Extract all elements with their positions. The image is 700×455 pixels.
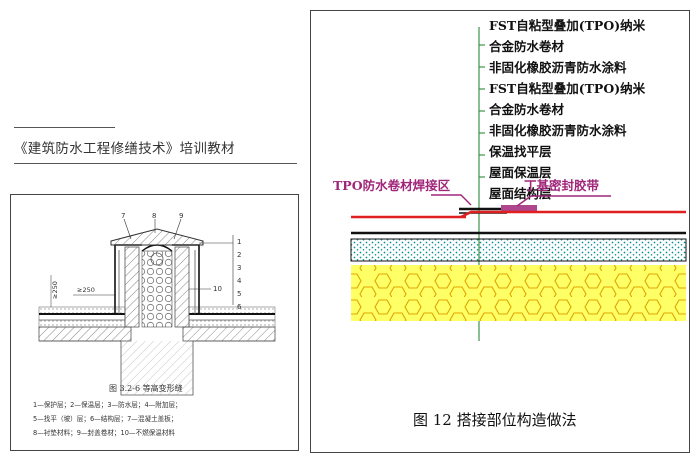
layer-label-5: 合金防水卷材: [489, 102, 565, 117]
header-bottom-rule: [14, 163, 297, 164]
layer-label-3: 非固化橡胶沥青防水涂料: [489, 60, 627, 75]
weld-zone-label: TPO防水卷材焊接区: [333, 178, 451, 193]
screed-layer-right: [188, 319, 276, 328]
callout-8: 8: [152, 212, 156, 220]
lower-structure: [121, 341, 193, 395]
header-top-rule: [14, 127, 115, 128]
right-figure-caption: 图 12 搭接部位构造做法: [413, 411, 577, 429]
left-figure-panel: 7 8 9 1 2 3 4 5 6 10 ≥250 ≥250 图 3.2-6 等…: [10, 194, 299, 451]
concrete-cover-slab: [110, 228, 204, 246]
butyl-tape-label: 丁基密封胶带: [524, 178, 600, 193]
callout-1: 1: [237, 238, 241, 246]
layer-label-6: 非固化橡胶沥青防水涂料: [489, 123, 627, 138]
dim-height-250: ≥250: [51, 281, 59, 299]
screed-layer-left: [38, 319, 126, 328]
layer-label-4: FST自粘型叠加(TPO)纳米: [489, 81, 646, 96]
callout-10: 10: [213, 285, 222, 293]
dim-width-250: ≥250: [77, 286, 95, 294]
layer-label-9: 屋面结构层: [489, 186, 552, 201]
leader-ticks: [479, 44, 485, 178]
upstand-wall-right: [174, 246, 190, 328]
header-title: 《建筑防水工程修缮技术》培训教材: [14, 141, 235, 157]
layer-label-7: 保温找平层: [488, 144, 552, 159]
callout-7: 7: [121, 212, 125, 220]
deformation-joint-drawing: 7 8 9 1 2 3 4 5 6 10 ≥250 ≥250 图 3.2-6 等…: [33, 212, 276, 437]
callout-4: 4: [237, 277, 242, 285]
right-figure-panel: FST自粘型叠加(TPO)纳米 合金防水卷材 非固化橡胶沥青防水涂料 FST自粘…: [310, 10, 690, 453]
left-caption-line-2: 5—找平（坡）层；6—结构层；7—混凝土盖板；: [33, 414, 177, 423]
screed-layer: [350, 238, 687, 262]
structure-slab-left: [38, 326, 132, 342]
left-caption-line-1: 1—保护层；2—保温层；3—防水层；4—附加层；: [33, 400, 182, 409]
layer-label-2: 合金防水卷材: [489, 39, 565, 54]
insulation-hex-pattern: [351, 265, 686, 321]
layer-label-8: 屋面保温层: [489, 165, 552, 180]
layer-label-1: FST自粘型叠加(TPO)纳米: [489, 18, 646, 33]
left-figure-caption-title: 图 3.2-6 等高变形缝: [109, 383, 183, 393]
joint-filler: [141, 250, 173, 328]
callout-2: 2: [237, 251, 241, 259]
butyl-tape: [501, 205, 537, 212]
callout-9: 9: [179, 212, 183, 220]
callout-5: 5: [237, 290, 241, 298]
upstand-wall-left: [124, 246, 140, 328]
callout-6: 6: [237, 303, 242, 311]
structure-slab-right: [182, 326, 276, 342]
left-caption-line-3: 8—衬垫材料；9—封盖卷材；10—不燃保温材料: [33, 428, 175, 437]
callout-3: 3: [237, 264, 241, 272]
butyl-tape-leader: [516, 195, 611, 207]
protection-layer-left: [38, 306, 126, 315]
weld-zone-leader: [431, 194, 472, 206]
lap-joint-drawing: FST自粘型叠加(TPO)纳米 合金防水卷材 非固化橡胶沥青防水涂料 FST自粘…: [333, 18, 687, 429]
protection-layer-right: [188, 306, 276, 315]
tpo-membrane-right: [460, 210, 686, 219]
